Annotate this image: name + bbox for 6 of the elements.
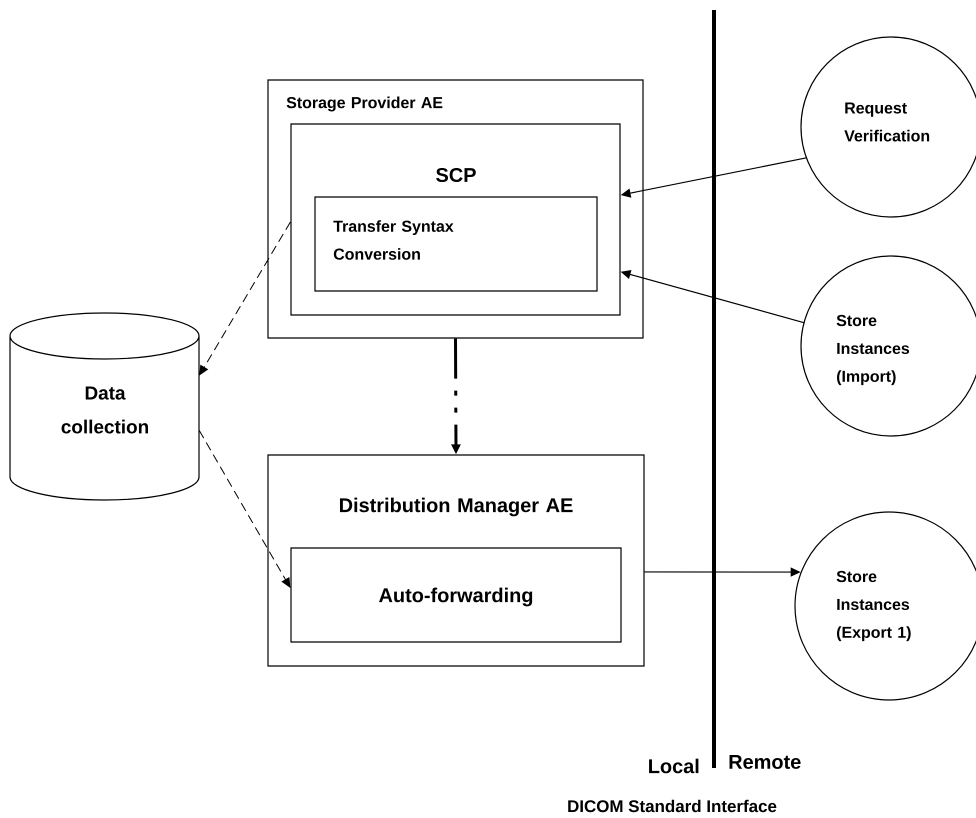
side-label: Local: [649, 758, 698, 774]
process-box: Transfer Syntax Conversion: [314, 196, 598, 292]
process-box: Auto-forwarding: [290, 547, 622, 643]
interface-caption: DICOM Standard Interface: [568, 800, 776, 812]
database-cylinder: Data collection: [9, 312, 200, 501]
side-label: Remote: [730, 755, 801, 769]
